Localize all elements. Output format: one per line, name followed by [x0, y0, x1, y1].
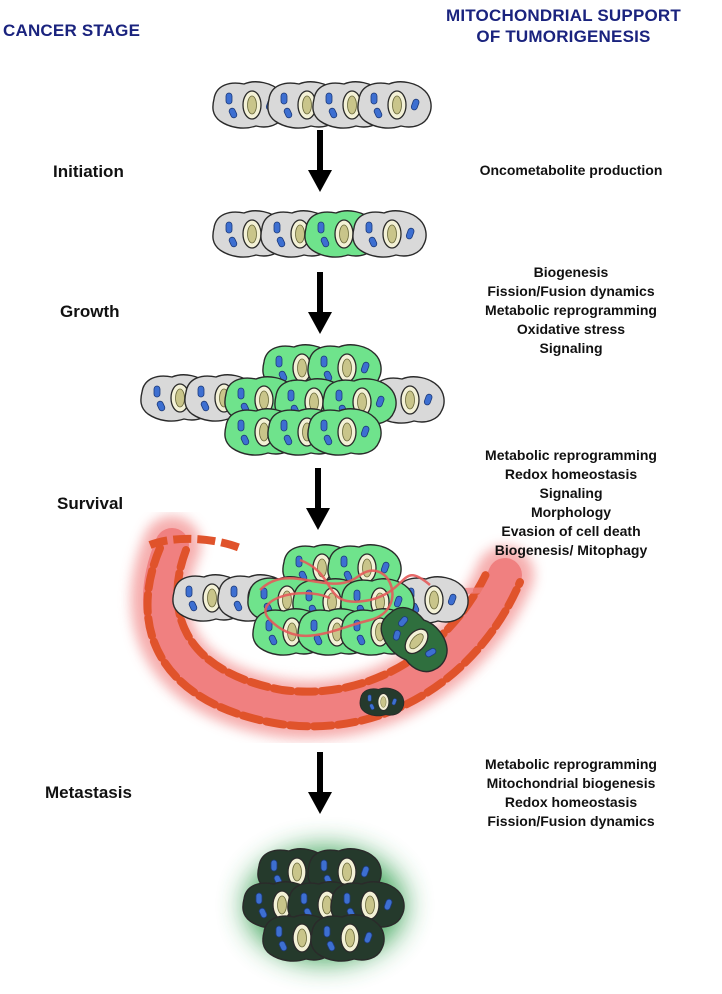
support-item: Signaling — [539, 485, 603, 501]
initiated-cell-row — [212, 210, 427, 258]
mitochondrial-support-header: MITOCHONDRIAL SUPPORT OF TUMORIGENESIS — [405, 5, 722, 47]
cell-icon — [352, 210, 427, 258]
support-item: Oncometabolite production — [479, 162, 663, 178]
stage-label-growth: Growth — [60, 302, 120, 321]
support-item: Biogenesis — [533, 264, 609, 280]
vascularized-tumor-cluster — [172, 544, 469, 717]
growing-tumor-cluster — [140, 344, 445, 456]
support-item: Evasion of cell death — [501, 523, 641, 539]
down-arrow-icon — [308, 752, 332, 814]
support-item: Biogenesis/ Mitophagy — [494, 542, 648, 558]
support-item: Fission/Fusion dynamics — [487, 813, 655, 829]
down-arrow-icon — [308, 272, 332, 334]
support-item: Metabolic reprogramming — [485, 756, 657, 772]
down-arrow-icon — [308, 130, 332, 192]
stage-label-survival: Survival — [57, 494, 124, 513]
support-item: Metabolic reprogramming — [485, 447, 657, 463]
metastatic-cell-icon — [310, 914, 385, 962]
support-list-initiation: Oncometabolite production — [440, 161, 702, 180]
support-item: Oxidative stress — [516, 321, 626, 337]
normal-cell-row — [212, 81, 432, 129]
metastatic-colony — [242, 847, 405, 963]
stage-label-initiation: Initiation — [53, 162, 124, 181]
mitochondrial-support-header-line-1: MITOCHONDRIAL SUPPORT — [446, 6, 681, 25]
support-item: Morphology — [530, 504, 612, 520]
support-item: Fission/Fusion dynamics — [487, 283, 655, 299]
support-list-growth: Biogenesis Fission/Fusion dynamics Metab… — [440, 263, 702, 358]
support-item: Metabolic reprogramming — [485, 302, 657, 318]
support-list-survival: Metabolic reprogramming Redox homeostasi… — [440, 446, 702, 560]
cell-icon — [357, 81, 432, 129]
support-item: Redox homeostasis — [504, 466, 638, 482]
mitochondrial-support-header-line-2: OF TUMORIGENESIS — [476, 27, 651, 46]
support-item: Redox homeostasis — [504, 794, 638, 810]
cancer-stage-header: CANCER STAGE — [3, 21, 141, 40]
down-arrow-icon — [306, 468, 330, 530]
support-list-metastasis: Metabolic reprogramming Mitochondrial bi… — [440, 755, 702, 831]
support-item: Mitochondrial biogenesis — [486, 775, 656, 791]
support-item: Signaling — [539, 340, 603, 356]
stage-label-metastasis: Metastasis — [45, 783, 132, 802]
transformed-cell-icon — [307, 408, 382, 456]
circulating-cell-icon — [359, 687, 405, 717]
